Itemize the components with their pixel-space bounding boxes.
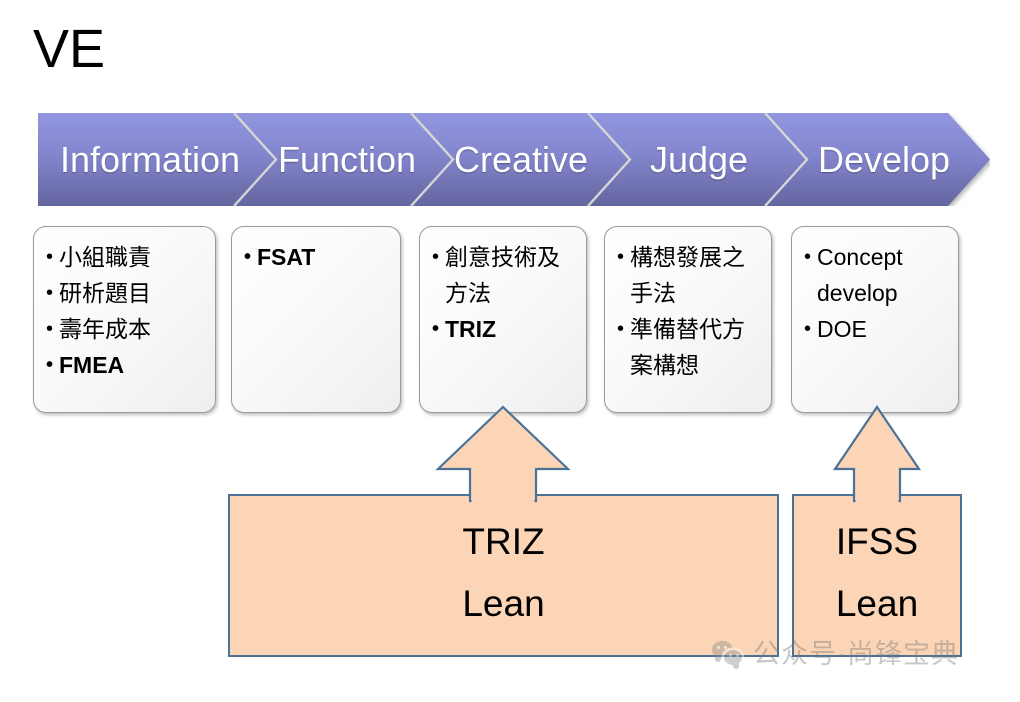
- arrow-ifss-to-develop: [832, 405, 922, 503]
- callout-line-2: Lean: [835, 583, 919, 624]
- list-item: 準備替代方案構想: [617, 311, 761, 383]
- chevron-dividers: [233, 113, 809, 206]
- callout-line-1: TRIZ: [462, 521, 545, 562]
- callout-line-2: Lean: [462, 583, 545, 624]
- callout-line-1: IFSS: [835, 521, 919, 562]
- list-item: TRIZ: [432, 311, 576, 347]
- bullet-list: 構想發展之手法 準備替代方案構想: [617, 239, 761, 383]
- list-item: 創意技術及方法: [432, 239, 576, 311]
- bullet-list: Concept develop DOE: [804, 239, 948, 347]
- bullet-list: FSAT: [244, 239, 390, 275]
- list-item: FSAT: [244, 239, 390, 275]
- step-box-develop: Concept develop DOE: [791, 226, 959, 413]
- list-item: FMEA: [46, 347, 205, 383]
- arrow-triz-to-creative: [435, 405, 571, 503]
- step-box-information: 小組職責 研析題目 壽年成本 FMEA: [33, 226, 216, 413]
- bullet-list: 創意技術及方法 TRIZ: [432, 239, 576, 347]
- list-item: 壽年成本: [46, 311, 205, 347]
- list-item: DOE: [804, 311, 948, 347]
- step-box-function: FSAT: [231, 226, 401, 413]
- list-item: 構想發展之手法: [617, 239, 761, 311]
- list-item: Concept develop: [804, 239, 948, 311]
- list-item: 研析題目: [46, 275, 205, 311]
- chevron-banner-body: [38, 113, 990, 206]
- callout-box-triz-lean: TRIZ Lean: [228, 494, 779, 657]
- bullet-list: 小組職責 研析題目 壽年成本 FMEA: [46, 239, 205, 383]
- page-title: VE: [33, 19, 106, 79]
- list-item: 小組職責: [46, 239, 205, 275]
- process-chevron-banner: Information Function Creative Judge Deve…: [38, 113, 990, 206]
- step-box-creative: 創意技術及方法 TRIZ: [419, 226, 587, 413]
- callout-box-ifss-lean: IFSS Lean: [792, 494, 962, 657]
- step-box-judge: 構想發展之手法 準備替代方案構想: [604, 226, 772, 413]
